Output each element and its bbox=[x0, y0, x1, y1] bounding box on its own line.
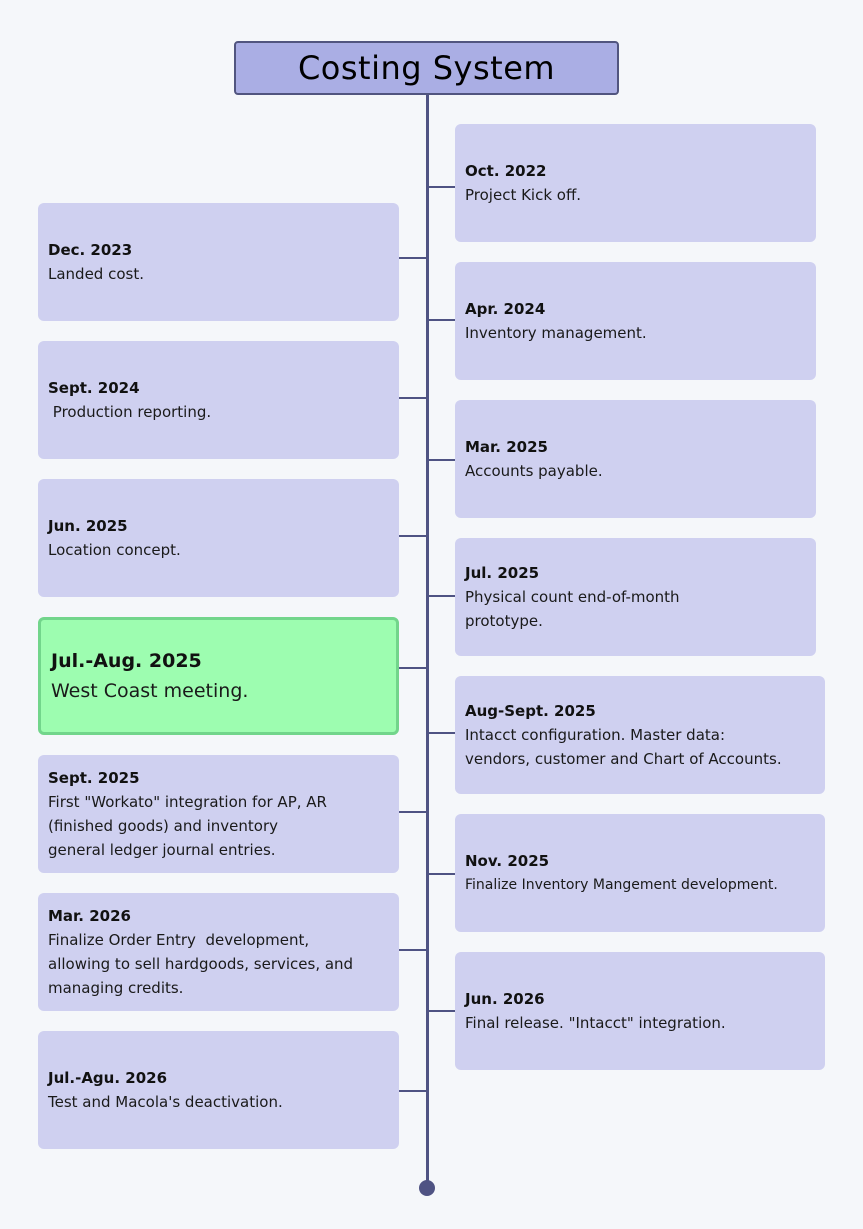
timeline-title-box: Costing System bbox=[234, 41, 619, 95]
timeline-axis bbox=[426, 95, 429, 1187]
event-date: Sept. 2025 bbox=[48, 769, 140, 787]
connector-left-3 bbox=[399, 535, 427, 537]
connector-right-2 bbox=[428, 319, 455, 321]
timeline-card-mar-2026: Mar. 2026 Finalize Order Entry developme… bbox=[38, 893, 399, 1011]
connector-left-2 bbox=[399, 397, 427, 399]
connector-left-5 bbox=[399, 811, 427, 813]
event-date: Mar. 2026 bbox=[48, 907, 131, 925]
event-date: Sept. 2024 bbox=[48, 379, 140, 397]
event-date: Mar. 2025 bbox=[465, 438, 548, 456]
event-date: Jul.-Agu. 2026 bbox=[48, 1069, 168, 1087]
event-date: Jul.-Aug. 2025 bbox=[51, 650, 202, 672]
event-date: Dec. 2023 bbox=[48, 241, 133, 259]
event-description: Project Kick off. bbox=[465, 186, 582, 204]
timeline-card-jul-2025: Jul. 2025 Physical count end-of-month pr… bbox=[455, 538, 816, 656]
timeline-card-sept-2024: Sept. 2024 Production reporting. bbox=[38, 341, 399, 459]
event-description: Production reporting. bbox=[48, 403, 212, 421]
timeline-card-apr-2024: Apr. 2024 Inventory management. bbox=[455, 262, 816, 380]
timeline-card-mar-2025: Mar. 2025 Accounts payable. bbox=[455, 400, 816, 518]
event-description: First "Workato" integration for AP, AR (… bbox=[48, 793, 327, 859]
connector-right-6 bbox=[428, 873, 455, 875]
event-description: Location concept. bbox=[48, 541, 181, 559]
event-date: Aug-Sept. 2025 bbox=[465, 702, 596, 720]
connector-left-6 bbox=[399, 949, 427, 951]
timeline-card-jul-aug-2025-highlighted: Jul.-Aug. 2025 West Coast meeting. bbox=[38, 617, 399, 735]
event-description: Physical count end-of-month prototype. bbox=[465, 588, 680, 630]
timeline-card-sept-2025: Sept. 2025 First "Workato" integration f… bbox=[38, 755, 399, 873]
event-description: Test and Macola's deactivation. bbox=[48, 1093, 283, 1111]
timeline-card-aug-sept-2025: Aug-Sept. 2025 Intacct configuration. Ma… bbox=[455, 676, 825, 794]
connector-left-7 bbox=[399, 1090, 427, 1092]
timeline-card-oct-2022: Oct. 2022 Project Kick off. bbox=[455, 124, 816, 242]
event-date: Apr. 2024 bbox=[465, 300, 546, 318]
event-date: Nov. 2025 bbox=[465, 852, 550, 870]
connector-left-4 bbox=[399, 667, 427, 669]
timeline-card-jul-agu-2026: Jul.-Agu. 2026 Test and Macola's deactiv… bbox=[38, 1031, 399, 1149]
timeline-card-nov-2025: Nov. 2025 Finalize Inventory Mangement d… bbox=[455, 814, 825, 932]
event-description: Landed cost. bbox=[48, 265, 144, 283]
timeline-card-dec-2023: Dec. 2023 Landed cost. bbox=[38, 203, 399, 321]
event-description: Intacct configuration. Master data: vend… bbox=[465, 726, 782, 768]
event-description: Finalize Inventory Mangement development… bbox=[465, 877, 778, 893]
event-description: Inventory management. bbox=[465, 324, 647, 342]
event-description: Finalize Order Entry development, allowi… bbox=[48, 931, 354, 997]
connector-right-4 bbox=[428, 595, 455, 597]
connector-right-7 bbox=[428, 1010, 455, 1012]
connector-right-1 bbox=[428, 186, 455, 188]
timeline-card-jun-2025: Jun. 2025 Location concept. bbox=[38, 479, 399, 597]
timeline-end-dot bbox=[419, 1180, 435, 1196]
timeline-card-jun-2026: Jun. 2026 Final release. "Intacct" integ… bbox=[455, 952, 825, 1070]
event-date: Jul. 2025 bbox=[465, 564, 540, 582]
event-date: Jun. 2025 bbox=[48, 517, 128, 535]
event-description: Final release. "Intacct" integration. bbox=[465, 1014, 726, 1032]
connector-right-5 bbox=[428, 732, 455, 734]
timeline-title: Costing System bbox=[297, 49, 556, 87]
event-description: Accounts payable. bbox=[465, 462, 603, 480]
event-date: Oct. 2022 bbox=[465, 162, 547, 180]
event-date: Jun. 2026 bbox=[465, 990, 545, 1008]
event-description: West Coast meeting. bbox=[51, 680, 249, 702]
connector-left-1 bbox=[399, 257, 427, 259]
connector-right-3 bbox=[428, 459, 455, 461]
